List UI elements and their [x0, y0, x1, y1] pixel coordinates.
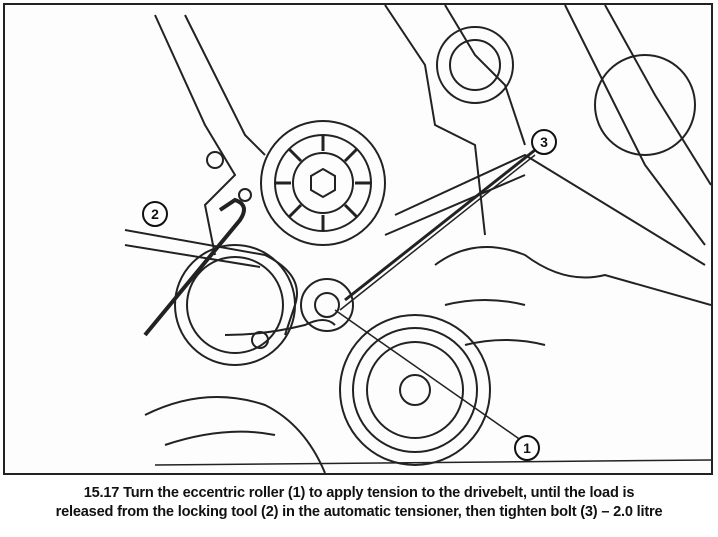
- figure-caption: 15.17 Turn the eccentric roller (1) to a…: [0, 484, 718, 522]
- callout-3: 3: [531, 129, 557, 155]
- engine-drivebelt-illustration: [124, 5, 711, 473]
- illustration-frame: 3 2 1: [3, 3, 713, 475]
- callout-1: 1: [514, 435, 540, 461]
- caption-line-1: 15.17 Turn the eccentric roller (1) to a…: [83, 485, 635, 501]
- callout-2: 2: [142, 201, 168, 227]
- caption-line-2: released from the locking tool (2) in th…: [55, 504, 663, 520]
